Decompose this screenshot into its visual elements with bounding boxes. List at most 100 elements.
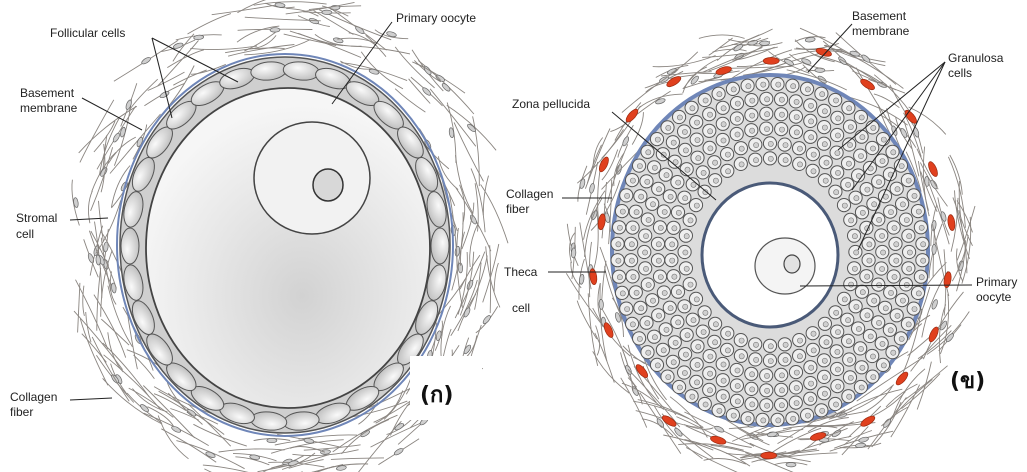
collagen-fiber xyxy=(602,261,606,300)
collagen-fiber xyxy=(148,72,185,90)
granulosa-nucleus xyxy=(631,226,636,231)
granulosa-nucleus xyxy=(833,402,838,407)
granulosa-nucleus xyxy=(835,349,840,354)
granulosa-nucleus xyxy=(643,250,648,255)
collagen-fiber xyxy=(284,34,337,46)
collagen-fiber xyxy=(588,293,598,366)
stromal-cell xyxy=(784,58,795,67)
granulosa-nucleus xyxy=(820,408,825,413)
stromal-cell xyxy=(159,90,170,99)
granulosa-nucleus xyxy=(779,127,784,132)
label-collagen-a-2: fiber xyxy=(10,405,33,419)
collagen-fiber xyxy=(486,246,500,307)
panel-label-a: (ก) xyxy=(420,383,453,408)
label-primary-oocyte-b-1: Primary xyxy=(976,275,1017,289)
label-primary-oocyte-b-2: oocyte xyxy=(976,290,1012,304)
granulosa-nucleus xyxy=(860,365,865,370)
stromal-cell xyxy=(171,425,182,433)
label-basement-b-2: membrane xyxy=(852,24,910,38)
collagen-fiber xyxy=(852,71,905,93)
granulosa-nucleus xyxy=(726,169,731,174)
granulosa-nucleus xyxy=(634,210,639,215)
granulosa-nucleus xyxy=(683,196,688,201)
collagen-fiber xyxy=(203,465,251,472)
granulosa-nucleus xyxy=(824,160,829,165)
granulosa-nucleus xyxy=(713,160,718,165)
granulosa-nucleus xyxy=(783,357,788,362)
granulosa-nucleus xyxy=(870,146,875,151)
granulosa-nucleus xyxy=(880,266,885,271)
granulosa-nucleus xyxy=(835,330,840,335)
granulosa-nucleus xyxy=(808,103,813,108)
granulosa-nucleus xyxy=(907,266,912,271)
granulosa-nucleus xyxy=(708,129,713,134)
granulosa-nucleus xyxy=(919,225,924,230)
granulosa-nucleus xyxy=(735,368,740,373)
stromal-cell xyxy=(386,31,397,38)
granulosa-nucleus xyxy=(696,344,701,349)
granulosa-nucleus xyxy=(694,203,699,208)
granulosa-nucleus xyxy=(672,226,677,231)
label-collagen-b-2: fiber xyxy=(506,202,529,216)
granulosa-nucleus xyxy=(673,340,678,345)
granulosa-nucleus xyxy=(783,158,788,163)
label-granulosa-2: cells xyxy=(948,66,972,80)
label-theca-1: Theca xyxy=(504,265,538,279)
granulosa-nucleus xyxy=(625,193,630,198)
theca-cell xyxy=(602,321,615,338)
granulosa-nucleus xyxy=(791,84,796,89)
panel-b-secondary-follicle: Basement membrane Granulosa cells Zona p… xyxy=(504,9,1017,472)
stromal-cell xyxy=(924,176,929,186)
granulosa-nucleus xyxy=(754,143,759,148)
granulosa-nucleus xyxy=(919,275,924,280)
granulosa-nucleus xyxy=(834,190,839,195)
granulosa-nucleus xyxy=(847,357,852,362)
granulosa-nucleus xyxy=(664,173,669,178)
label-stromal-2: cell xyxy=(16,227,34,241)
granulosa-nucleus xyxy=(809,119,814,124)
stromal-cell xyxy=(940,211,947,222)
granulosa-nucleus xyxy=(668,306,673,311)
collagen-fiber xyxy=(342,419,390,454)
label-primary-oocyte-a: Primary oocyte xyxy=(396,11,476,25)
granulosa-nucleus xyxy=(725,152,730,157)
stromal-cell xyxy=(455,246,461,257)
granulosa-nucleus xyxy=(881,250,886,255)
granulosa-nucleus xyxy=(695,138,700,143)
theca-cell xyxy=(947,214,956,231)
granulosa-nucleus xyxy=(677,385,682,390)
granulosa-nucleus xyxy=(881,363,886,368)
granulosa-nucleus xyxy=(876,320,881,325)
granulosa-nucleus xyxy=(822,109,827,114)
panel-label-b: (ข) xyxy=(950,369,985,394)
granulosa-nucleus xyxy=(805,87,810,92)
granulosa-nucleus xyxy=(794,99,799,104)
granulosa-nucleus xyxy=(735,132,740,137)
granulosa-nucleus xyxy=(852,234,857,239)
granulosa-nucleus xyxy=(754,357,759,362)
collagen-fiber xyxy=(97,268,101,331)
granulosa-nucleus xyxy=(703,98,708,103)
granulosa-nucleus xyxy=(765,403,770,408)
granulosa-nucleus xyxy=(661,348,666,353)
stromal-cell xyxy=(858,436,869,443)
granulosa-nucleus xyxy=(892,274,897,279)
granulosa-nucleus xyxy=(634,290,639,295)
granulosa-nucleus xyxy=(617,225,622,230)
granulosa-nucleus xyxy=(823,178,828,183)
granulosa-nucleus xyxy=(676,320,681,325)
granulosa-nucleus xyxy=(682,370,687,375)
granulosa-nucleus xyxy=(811,169,816,174)
granulosa-nucleus xyxy=(842,203,847,208)
granulosa-nucleus xyxy=(662,290,667,295)
granulosa-nucleus xyxy=(797,162,802,167)
granulosa-nucleus xyxy=(921,242,926,247)
granulosa-nucleus xyxy=(877,217,882,222)
granulosa-nucleus xyxy=(739,354,744,359)
granulosa-nucleus xyxy=(764,373,769,378)
granulosa-nucleus xyxy=(694,297,699,302)
theca-cell xyxy=(894,370,910,387)
granulosa-nucleus xyxy=(656,187,661,192)
granulosa-nucleus xyxy=(856,326,861,331)
